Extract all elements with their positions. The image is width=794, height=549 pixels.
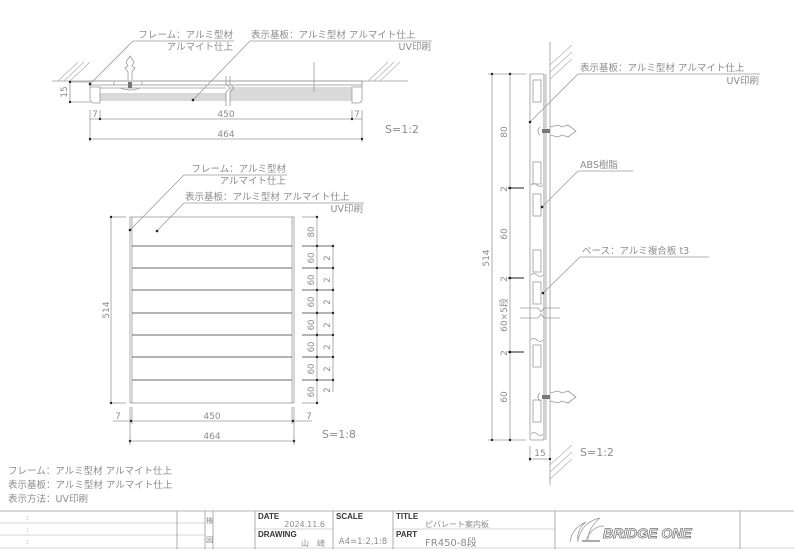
logo-text: BRIDGE ONE [603, 525, 692, 541]
front-board-label: 表示基板：アルミ型材 アルマイト仕上 [185, 191, 350, 203]
side-board-print-label: UV印刷 [727, 75, 759, 87]
title-block: : : : 検 図 DATE 2024.11.6 DRAWING 山 崎 SCA… [0, 510, 794, 549]
side-scale-label: S=1:2 [580, 446, 614, 459]
anchor-bolt-icon [119, 55, 141, 91]
front-dim-height: 514 [102, 301, 112, 318]
scale-value: A4=1:2,1:8 [339, 537, 387, 547]
drawing-value: 山 崎 [301, 538, 325, 548]
row-height-7: 60 [307, 387, 317, 398]
side-dim-bottom: 60 [500, 391, 510, 403]
front-dim-top: 80 [307, 227, 317, 238]
side-dim-repeat: 60×5段 [498, 298, 510, 332]
row-gap-4: 2 [323, 322, 333, 327]
panel-row-dividers [132, 245, 292, 381]
side-dim-gap-1: 2 [500, 186, 510, 192]
top-board-label: 表示基板：アルミ型材 アルマイト仕上 [251, 29, 416, 41]
date-value: 2024.11.6 [284, 520, 325, 529]
side-section-view: 表示基板：アルミ型材 アルマイト仕上 UV印刷 ABS樹脂 ベース：アルミ複合板… [482, 42, 760, 485]
side-abs-label: ABS樹脂 [580, 159, 618, 171]
side-dim-mid: 60 [500, 228, 510, 240]
wall-hatch-left [57, 61, 91, 82]
front-dim-total: 464 [203, 432, 220, 442]
row-gap-5: 2 [323, 344, 333, 349]
row-height-6: 60 [307, 364, 317, 375]
top-dim-left: 7 [92, 110, 98, 120]
top-board-print-label: UV印刷 [399, 41, 431, 53]
revision-row-2: : [26, 526, 28, 534]
top-section-view: フレーム：アルミ型材 アルマイト仕上 表示基板：アルミ型材 アルマイト仕上 UV… [52, 29, 432, 142]
anchor-bolt-icon [537, 390, 577, 404]
side-dim-gap-3: 2 [500, 350, 510, 356]
row-height-2: 60 [307, 275, 317, 286]
note-print-method: 表示方法：UV印刷 [8, 493, 88, 505]
row-height-5: 60 [307, 342, 317, 353]
wall-hatch-bottom [549, 444, 573, 480]
top-frame-label: フレーム：アルミ型材 [138, 29, 233, 41]
part-label: PART [396, 530, 417, 539]
side-base-label: ベース：アルミ複合板 t3 [582, 245, 689, 257]
top-dim-height: 15 [60, 86, 70, 97]
note-frame: フレーム：アルミ型材 アルマイト仕上 [8, 465, 173, 477]
panel-profiles [530, 79, 544, 436]
revision-row-1: : [26, 514, 28, 522]
row-gap-2: 2 [323, 277, 333, 282]
part-value: FR450-8段 [425, 536, 477, 549]
scale-label: SCALE [336, 512, 364, 521]
side-dim-top: 80 [500, 126, 510, 138]
front-frame-label: フレーム：アルミ型材 [191, 163, 286, 175]
top-dim-total: 464 [217, 130, 234, 140]
row-height-3: 60 [307, 297, 317, 308]
row-gap-7: 2 [323, 387, 333, 392]
top-frame-finish-label: アルマイト仕上 [167, 41, 234, 53]
title-value: ピバレート案内板 [425, 519, 489, 529]
front-frame-finish-label: アルマイト仕上 [220, 175, 287, 187]
row-gap-6: 2 [323, 366, 333, 371]
front-dim-left: 7 [115, 412, 121, 422]
row-height-4: 60 [307, 320, 317, 331]
revision-row-3: : [26, 538, 28, 546]
side-dim-depth: 15 [534, 449, 545, 459]
check-label-2: 図 [206, 536, 213, 544]
front-board-print-label: UV印刷 [331, 203, 363, 215]
wall-hatch-right [367, 61, 401, 82]
row-gap-1: 2 [323, 255, 333, 260]
top-dim-inner: 450 [217, 110, 234, 120]
side-dim-total: 514 [482, 249, 492, 266]
front-dim-inner: 450 [203, 412, 220, 422]
title-label: TITLE [396, 512, 419, 521]
bridge-one-logo: BRIDGE ONE [569, 517, 693, 543]
anchor-bolt-icon [537, 124, 577, 138]
front-dim-right: 7 [306, 412, 312, 422]
front-row-dimensions: 80 60 60 60 60 60 60 60 2 2 2 2 2 2 2 [302, 215, 335, 405]
note-board: 表示基板：アルミ型材 アルマイト仕上 [8, 479, 173, 491]
front-scale-label: S=1:8 [322, 428, 356, 441]
material-notes: フレーム：アルミ型材 アルマイト仕上 表示基板：アルミ型材 アルマイト仕上 表示… [8, 465, 173, 505]
row-gap-3: 2 [323, 299, 333, 304]
check-label-1: 検 [206, 516, 213, 525]
side-dim-gap-2: 2 [500, 276, 510, 282]
drawing-label: DRAWING [258, 530, 297, 539]
wall-hatch-top [549, 44, 573, 80]
side-board-label: 表示基板：アルミ型材 アルマイト仕上 [580, 62, 745, 74]
top-scale-label: S=1:2 [385, 123, 419, 136]
top-dim-right: 7 [354, 110, 360, 120]
date-label: DATE [258, 512, 280, 521]
row-height-1: 60 [307, 253, 317, 264]
front-elevation-view: フレーム：アルミ型材 アルマイト仕上 表示基板：アルミ型材 アルマイト仕上 UV… [102, 163, 364, 445]
